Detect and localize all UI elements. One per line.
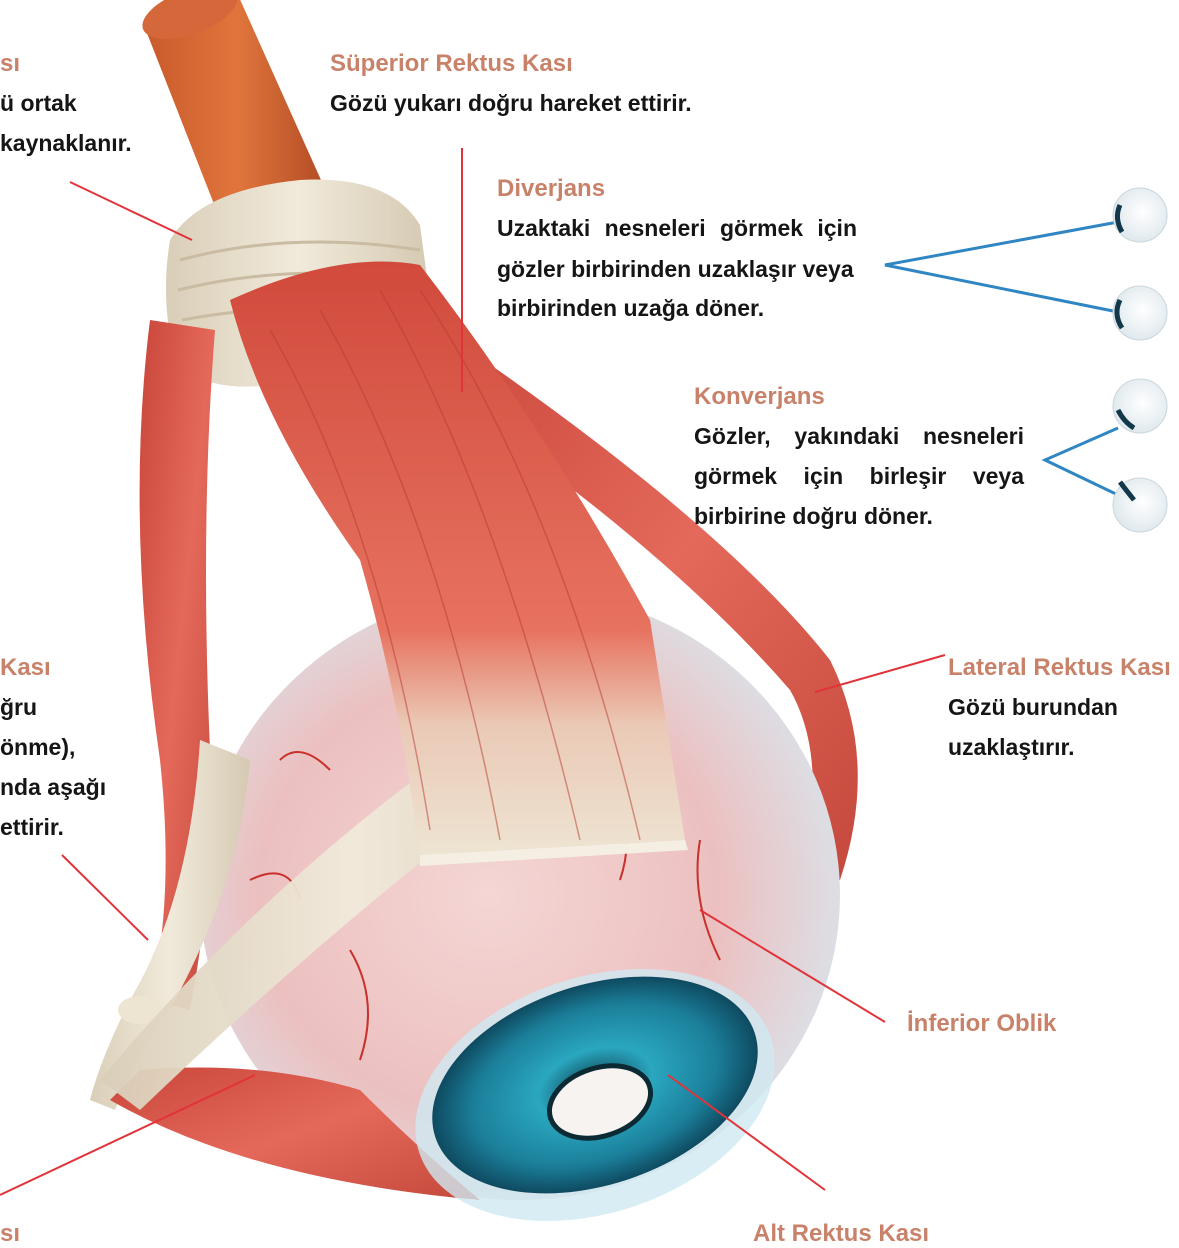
superior-rectus-desc: Gözü yukarı doğru hareket ettirir. (330, 84, 692, 123)
superior-rectus-title: Süperior Rektus Kası (330, 50, 573, 78)
left-mid-line1: ğru (0, 688, 37, 727)
inferior-oblique-title: İnferior Oblik (907, 1010, 1056, 1038)
convergence-diagram (1045, 379, 1167, 532)
small-eye-icon (1113, 478, 1167, 532)
convergence-line2: görmek için birleşir veya (694, 457, 1024, 496)
small-eye-icon (1113, 286, 1167, 340)
convergence-title: Konverjans (694, 383, 825, 411)
inferior-rectus-title: Alt Rektus Kası (753, 1220, 929, 1248)
divergence-diagram (885, 188, 1167, 340)
divergence-title: Diverjans (497, 175, 605, 203)
top-left-line2: kaynaklanır. (0, 124, 132, 163)
bottom-left-title: sı (0, 1220, 20, 1248)
left-mid-title: Kası (0, 654, 51, 682)
convergence-line3: birbirine doğru döner. (694, 497, 933, 536)
top-left-line1: ü ortak (0, 84, 77, 123)
lateral-rectus-line2: uzaklaştırır. (948, 728, 1075, 767)
lateral-rectus-title: Lateral Rektus Kası (948, 654, 1171, 682)
left-mid-line3: nda aşağı (0, 768, 106, 807)
left-mid-line4: ettirir. (0, 808, 64, 847)
top-left-title: sı (0, 50, 20, 78)
small-eye-icon (1113, 188, 1167, 242)
divergence-line2: gözler birbirinden uzaklaşır veya (497, 250, 854, 289)
lateral-rectus-line1: Gözü burundan (948, 688, 1118, 727)
leader-line-left-mid (62, 855, 148, 940)
small-eye-icon (1113, 379, 1167, 433)
divergence-line1: Uzaktaki nesneleri görmek için (497, 209, 857, 248)
convergence-line1: Gözler, yakındaki nesneleri (694, 417, 1024, 456)
divergence-line3: birbirinden uzağa döner. (497, 289, 764, 328)
left-mid-line2: önme), (0, 728, 75, 767)
leader-line-top-left (70, 182, 192, 240)
